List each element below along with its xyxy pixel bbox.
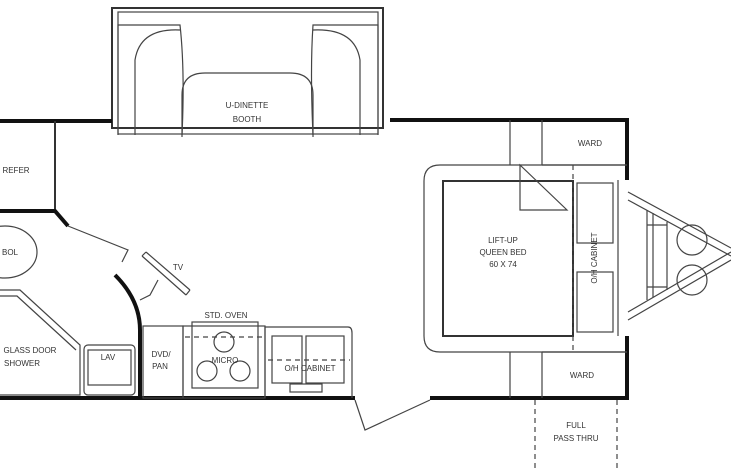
dinette-label-1: U-DINETTE [226,101,269,110]
hitch [627,191,731,321]
oven-label: STD. OVEN [204,311,247,320]
dvd-pan-label-2: PAN [152,362,168,371]
kitchen: DVD/ PAN STD. OVEN MICRO O/H CABINET [142,311,353,399]
pass-thru-label-1: FULL [566,421,586,430]
dinette-label-2: BOOTH [233,115,262,124]
ward-bottom-label: WARD [570,371,594,380]
bed-cabinet-label: O/H CABINET [590,232,599,283]
burner-icon [213,331,235,353]
pass-thru: FULL PASS THRU [534,400,618,469]
bed-label-2: QUEEN BED [479,248,526,257]
bedroom: WARD WARD LIFT-UP QUEEN BED 60 X 74 O/H … [423,120,627,398]
refer-label: REFER [2,166,29,175]
ward-top-label: WARD [578,139,602,148]
shower-label-2: SHOWER [4,359,40,368]
dinette-slideout: U-DINETTE BOOTH [111,7,384,137]
refer: REFER [2,121,56,210]
propane-tank-icon [676,264,708,296]
tv-label: TV [173,263,184,272]
bathroom: BOL GLASS DOOR SHOWER LAV [0,209,159,398]
micro-label: MICRO [212,356,239,365]
pass-thru-label-2: PASS THRU [553,434,598,443]
burner-icon [229,360,251,382]
lav-label: LAV [101,353,116,362]
propane-tank-icon [676,224,708,256]
shower-label-1: GLASS DOOR [4,346,57,355]
dvd-pan-label-1: DVD/ [151,350,171,359]
tv: TV [141,251,191,296]
kitchen-cabinet-label: O/H CABINET [284,364,335,373]
bed-label-3: 60 X 74 [489,260,517,269]
burner-icon [196,360,218,382]
bed-label-1: LIFT-UP [488,236,518,245]
toilet-label: BOL [2,248,19,257]
